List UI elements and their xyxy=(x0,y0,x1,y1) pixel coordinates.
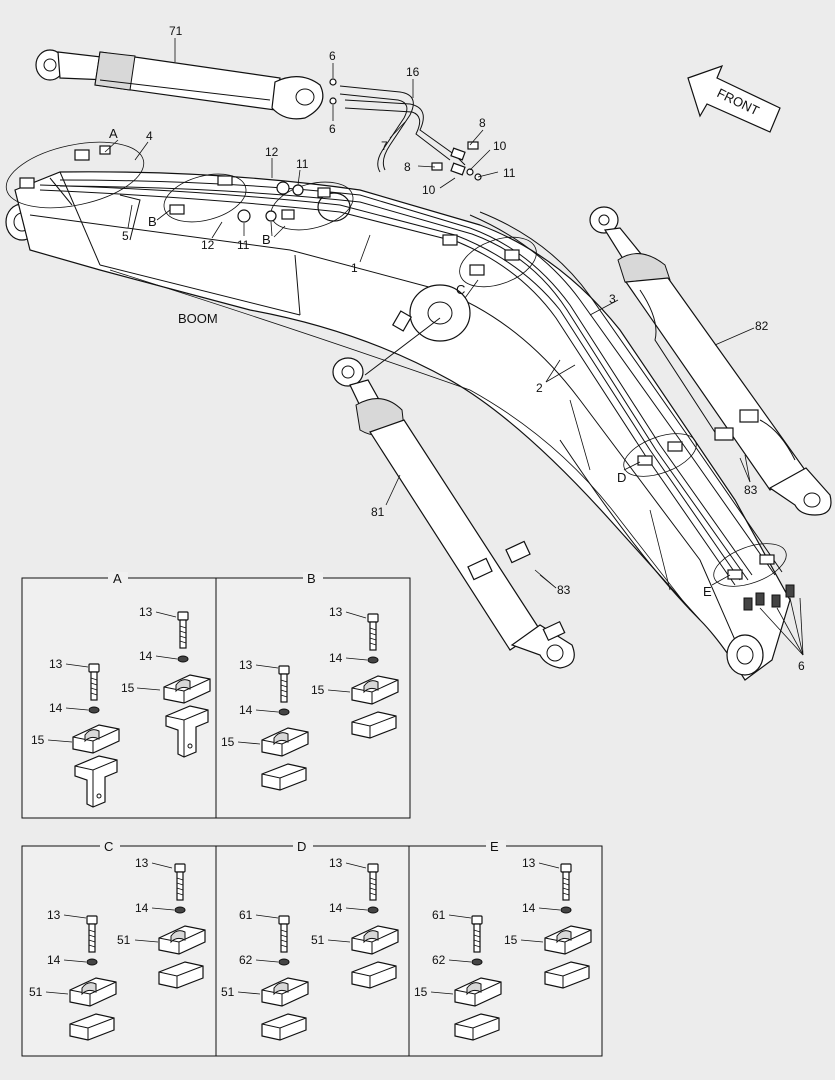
label-16: 16 xyxy=(406,65,420,79)
callout-labels: 71 6 6 16 7 8 8 10 10 11 11 11 12 12 4 5… xyxy=(109,24,805,673)
label-11-bottom: 11 xyxy=(237,238,250,252)
detail-C-label-13b: 13 xyxy=(47,908,61,922)
label-5: 5 xyxy=(122,229,129,243)
label-C: C xyxy=(456,282,465,297)
label-10-left: 10 xyxy=(422,183,436,197)
detail-E-label-13: 13 xyxy=(522,856,536,870)
label-10-right: 10 xyxy=(493,139,507,153)
detail-A-label-15b: 15 xyxy=(31,733,45,747)
label-12-top: 12 xyxy=(265,145,279,159)
detail-B: B 13 14 15 13 14 15 xyxy=(221,571,399,791)
detail-C: C 13 14 51 13 14 51 xyxy=(29,839,206,1041)
detail-D-label-62: 62 xyxy=(239,953,253,967)
detail-A-title: A xyxy=(113,571,122,586)
clamp-group-c xyxy=(442,234,537,288)
label-11-right: 11 xyxy=(503,166,516,180)
front-arrow: FRONT xyxy=(687,64,781,133)
cylinder-82 xyxy=(589,206,832,516)
detail-E: E 13 14 15 61 62 15 xyxy=(414,839,592,1041)
detail-A-label-14b: 14 xyxy=(49,701,63,715)
label-1: 1 xyxy=(351,261,358,275)
label-8-top: 8 xyxy=(479,116,486,130)
label-12-bottom: 12 xyxy=(201,238,215,252)
detail-B-label-14b: 14 xyxy=(239,703,253,717)
label-82: 82 xyxy=(755,319,769,333)
detail-E-label-14: 14 xyxy=(522,901,536,915)
detail-A-label-13a: 13 xyxy=(139,605,153,619)
detail-B-label-13b: 13 xyxy=(239,658,253,672)
detail-E-label-62: 62 xyxy=(432,953,446,967)
label-8-left: 8 xyxy=(404,160,411,174)
detail-panels xyxy=(21,577,603,1057)
detail-D-label-51a: 51 xyxy=(311,933,325,947)
label-11-top: 11 xyxy=(296,157,309,171)
detail-C-label-13a: 13 xyxy=(135,856,149,870)
label-B-right: B xyxy=(262,232,271,247)
detail-D: D 13 14 51 61 62 51 xyxy=(221,839,399,1041)
detail-D-title: D xyxy=(297,839,306,854)
label-E: E xyxy=(703,584,712,599)
detail-B-label-15b: 15 xyxy=(221,735,235,749)
detail-D-label-14: 14 xyxy=(329,901,343,915)
label-A: A xyxy=(109,126,118,141)
label-2: 2 xyxy=(536,381,543,395)
detail-A-label-14a: 14 xyxy=(139,649,153,663)
detail-A-label-15a: 15 xyxy=(121,681,135,695)
clamp-group-e xyxy=(713,543,795,611)
leader-lines xyxy=(104,38,804,656)
cylinder-81 xyxy=(332,317,575,669)
clamp-group-a xyxy=(5,141,145,209)
detail-D-label-51b: 51 xyxy=(221,985,235,999)
hoses-16-7 xyxy=(339,85,482,181)
clamp-group-b xyxy=(163,173,354,231)
label-B-left: B xyxy=(148,214,157,229)
label-83-bottom: 83 xyxy=(557,583,571,597)
detail-A: A 13 14 15 13 14 15 xyxy=(31,571,211,808)
detail-C-label-14b: 14 xyxy=(47,953,61,967)
label-81: 81 xyxy=(371,505,385,519)
detail-B-label-15a: 15 xyxy=(311,683,325,697)
detail-A-label-13b: 13 xyxy=(49,657,63,671)
label-6-bottom: 6 xyxy=(329,122,336,136)
label-4: 4 xyxy=(146,129,153,143)
detail-B-label-14a: 14 xyxy=(329,651,343,665)
label-83-right: 83 xyxy=(744,483,758,497)
label-D: D xyxy=(617,470,626,485)
label-71: 71 xyxy=(169,24,183,38)
detail-B-label-13a: 13 xyxy=(329,605,343,619)
detail-C-title: C xyxy=(104,839,113,854)
detail-C-label-14a: 14 xyxy=(135,901,149,915)
label-6-top: 6 xyxy=(329,49,336,63)
detail-B-title: B xyxy=(307,571,316,586)
label-7: 7 xyxy=(381,139,388,153)
clamp-group-d xyxy=(623,433,697,477)
detail-E-label-61: 61 xyxy=(432,908,446,922)
cylinder-71 xyxy=(35,49,337,120)
detail-C-label-51b: 51 xyxy=(29,985,43,999)
detail-D-label-13: 13 xyxy=(329,856,343,870)
boom-label: BOOM xyxy=(178,311,218,326)
label-3: 3 xyxy=(609,292,616,306)
detail-E-label-15a: 15 xyxy=(504,933,518,947)
detail-E-title: E xyxy=(490,839,499,854)
detail-C-label-51a: 51 xyxy=(117,933,131,947)
label-6-right: 6 xyxy=(798,659,805,673)
detail-D-label-61: 61 xyxy=(239,908,253,922)
detail-E-label-15b: 15 xyxy=(414,985,428,999)
